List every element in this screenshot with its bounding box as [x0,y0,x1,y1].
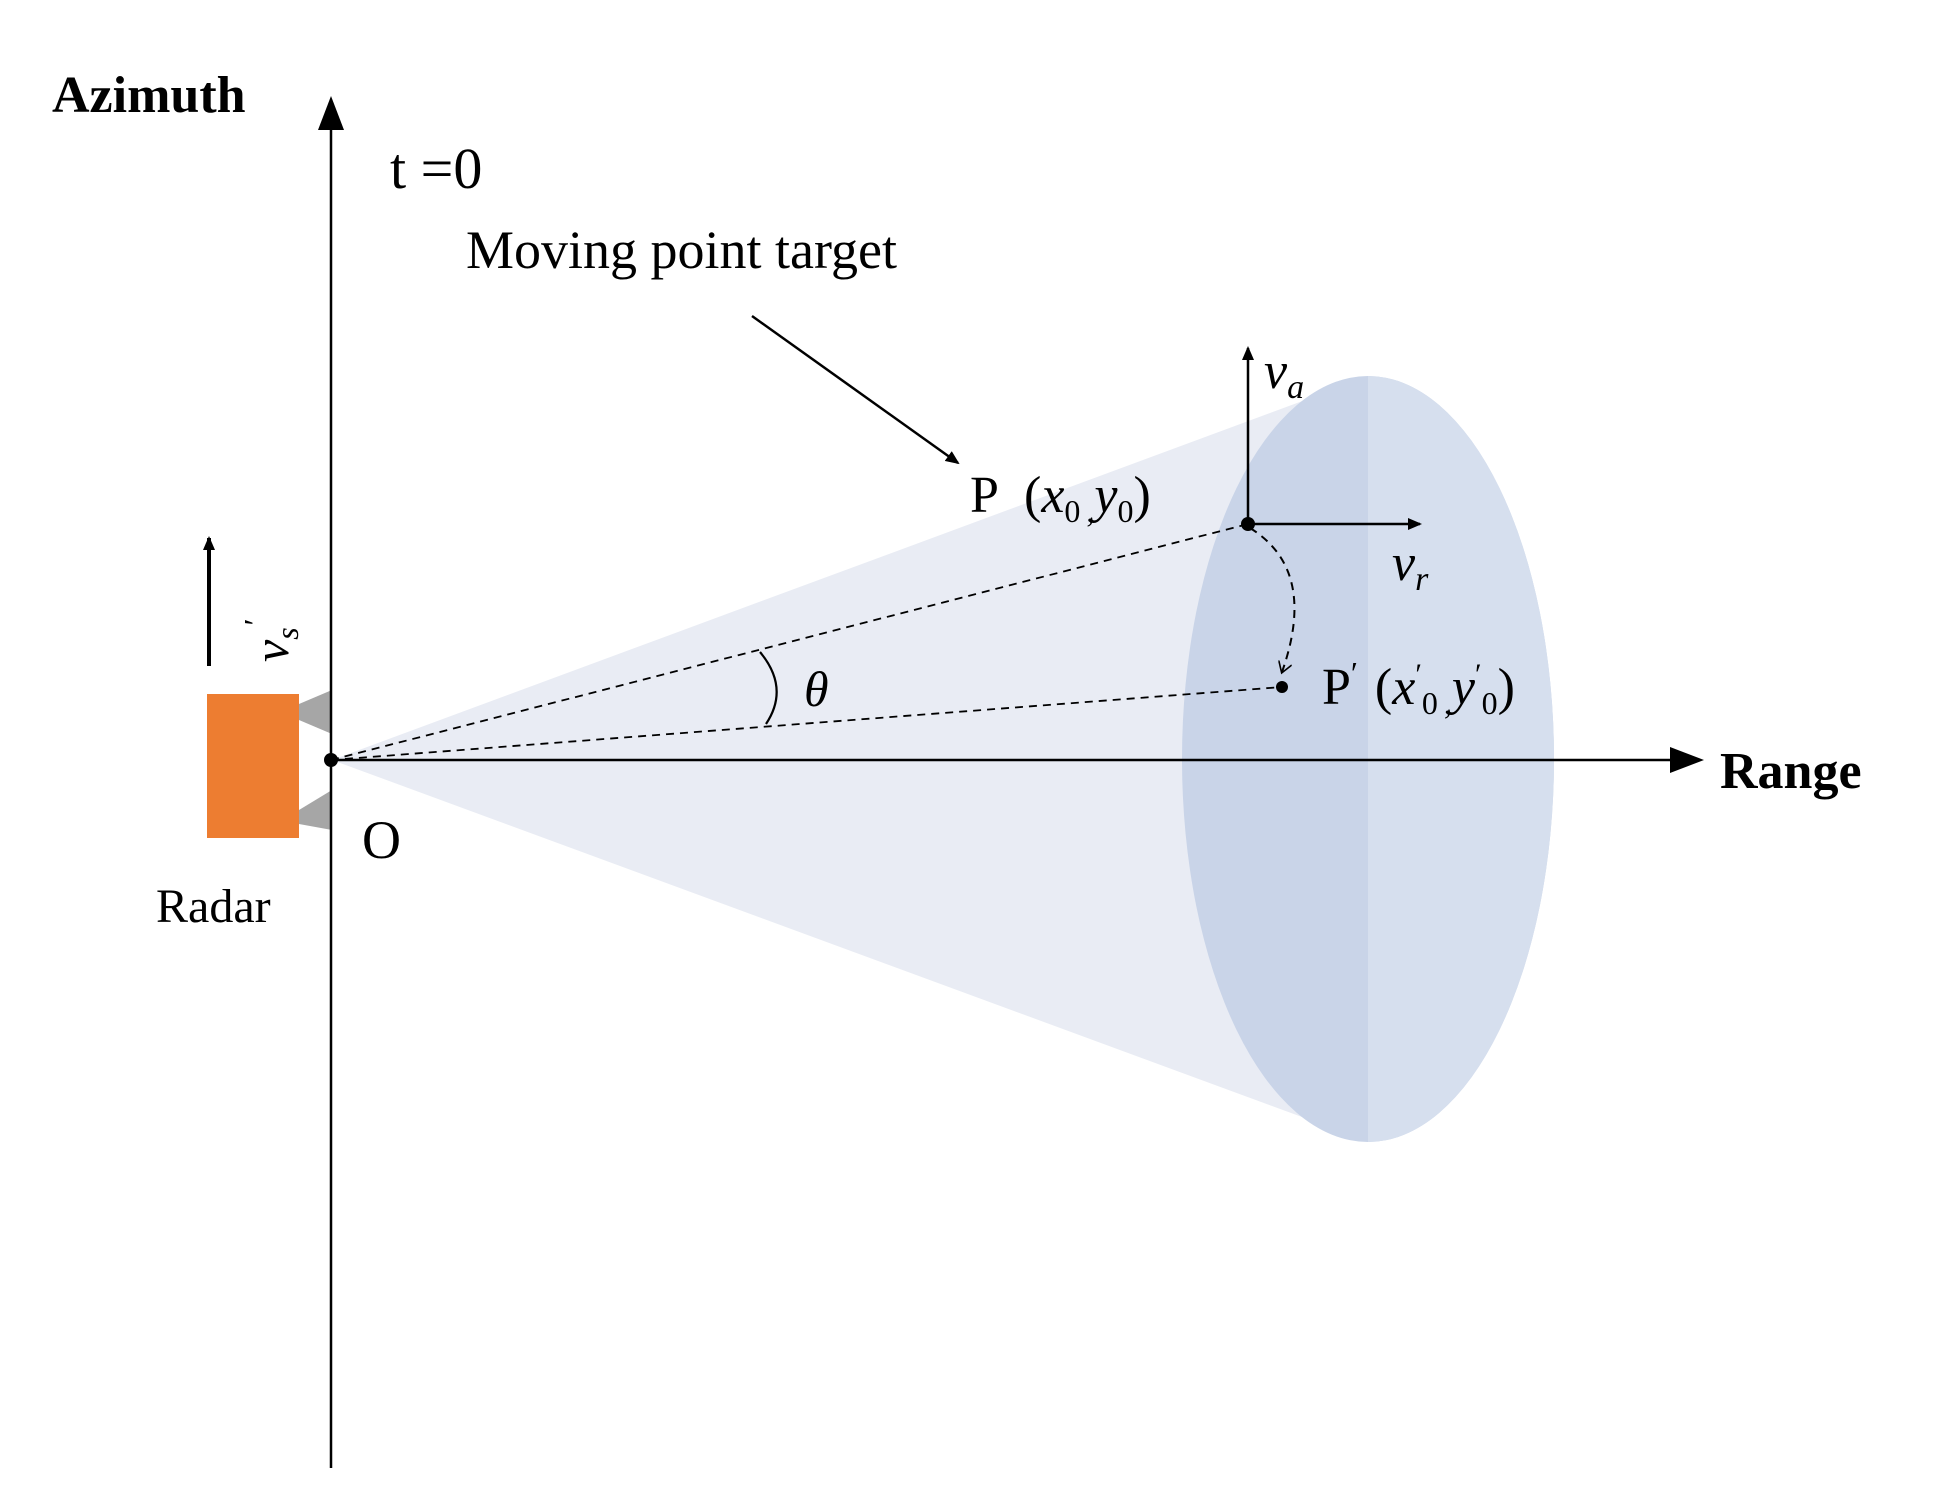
time-label: t =0 [390,136,482,201]
moving-target-label: Moving point target [466,220,897,280]
radar-horn-upper [299,690,332,734]
sensor-velocity-label: vs′ [237,619,305,662]
theta-angle-arc [759,651,778,725]
range-axis-label: Range [1720,743,1862,800]
azimuth-velocity-label: va [1264,343,1304,406]
los-to-p-prime [330,686,1283,761]
radar-label: Radar [156,880,271,933]
target-pointer-arrow [751,314,960,465]
point-p-prime [1276,681,1288,693]
point-p-name: P [970,467,997,524]
radar-horn-lower [299,790,332,830]
radar-body [207,694,299,838]
target-motion-path [1249,527,1296,672]
point-p [1241,517,1255,531]
origin-point [324,753,338,767]
azimuth-axis-label: Azimuth [52,67,246,124]
los-to-p [330,523,1249,761]
point-p-prime-label: P′ (x′0,y′0) [1322,639,1515,721]
origin-label: O [362,810,401,870]
range-velocity-label: vr [1392,535,1429,598]
point-p-label: P (x0,y0) [970,467,1151,529]
theta-label: θ [804,661,829,717]
